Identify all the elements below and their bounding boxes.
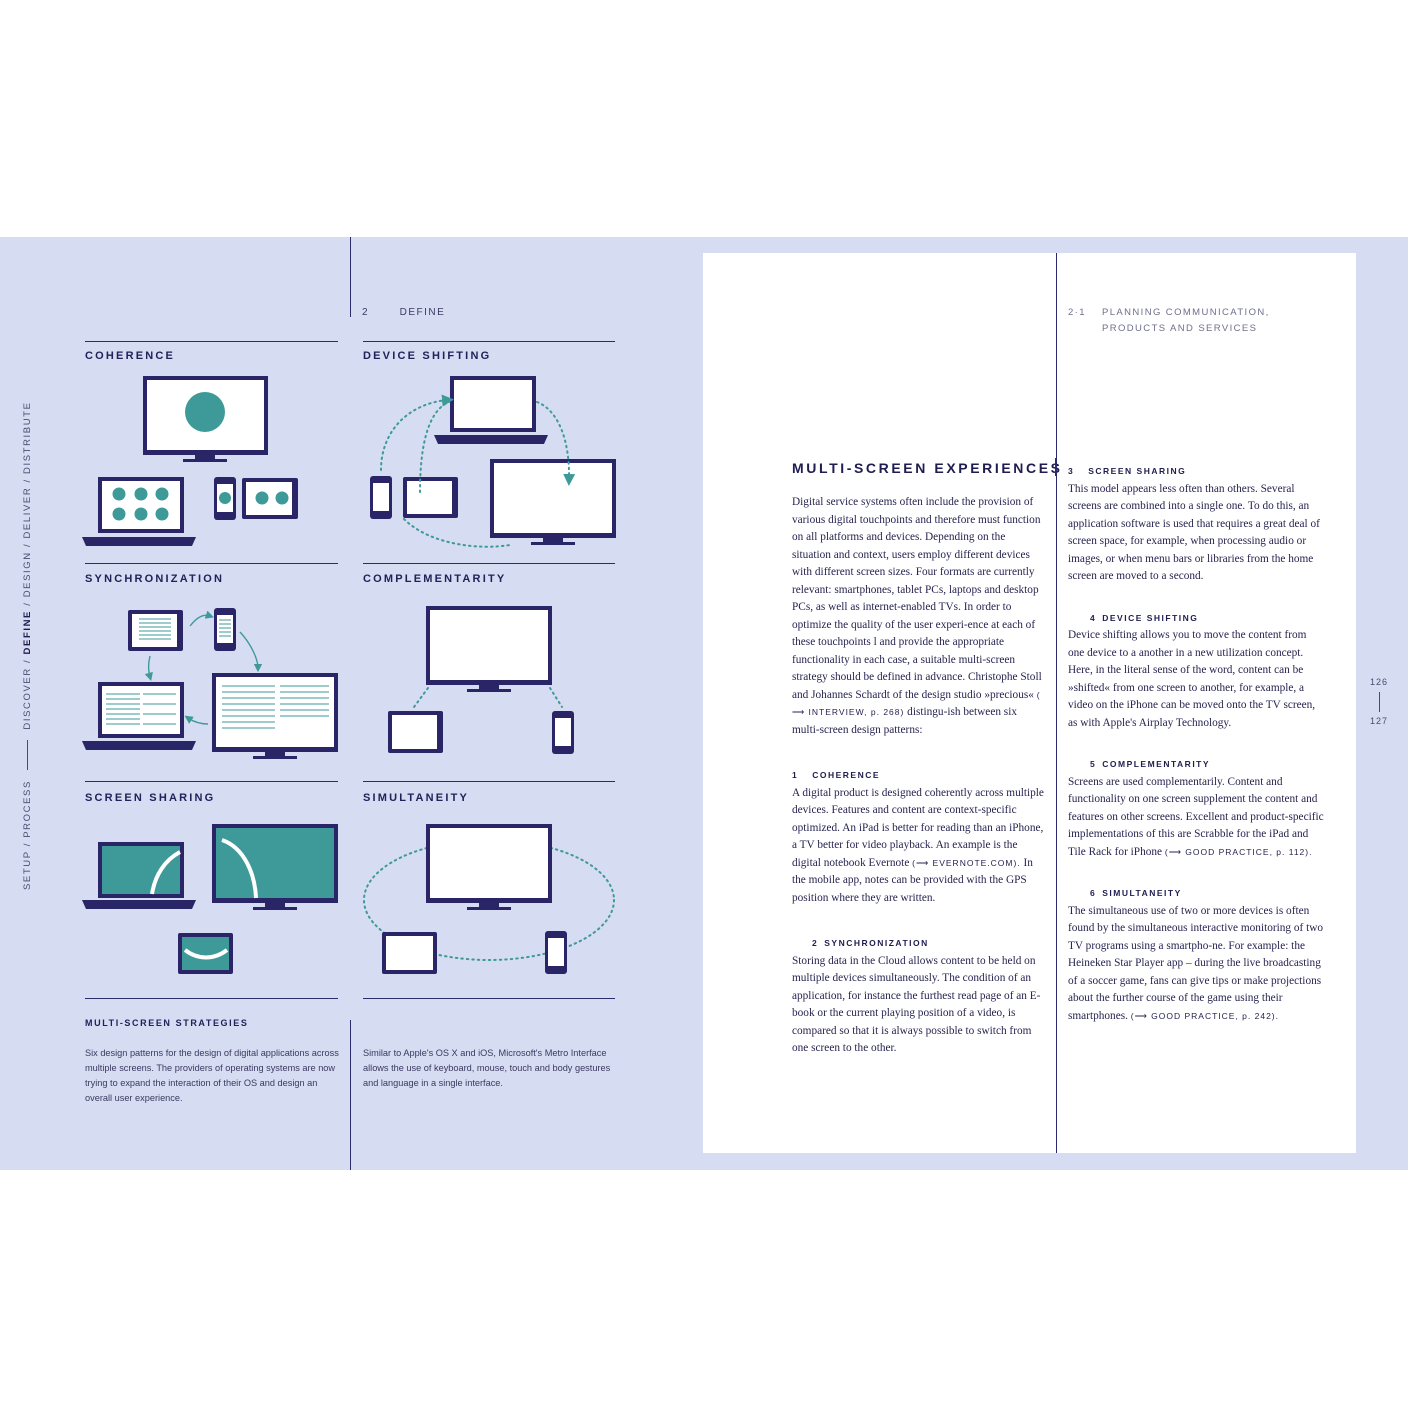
tv-icon xyxy=(490,459,616,545)
rule xyxy=(85,998,338,999)
article-title: MULTI-SCREEN EXPERIENCES xyxy=(792,460,1063,476)
rule xyxy=(85,341,338,342)
chapter-label: DEFINE xyxy=(399,307,446,318)
laptop-icon xyxy=(434,376,548,444)
tablet-icon xyxy=(128,610,183,651)
running-head-line-1: PLANNING COMMUNICATION, xyxy=(1102,307,1270,318)
column-rule-top xyxy=(350,237,351,317)
evernote-cross-reference[interactable]: (⟶ EVERNOTE.COM). xyxy=(912,857,1021,868)
rule xyxy=(363,341,615,342)
section-text-simultaneity: The simultaneous use of two or more devi… xyxy=(1068,904,1324,1022)
rule xyxy=(85,781,338,782)
coherence-illustration xyxy=(82,376,298,546)
smartphone-icon xyxy=(214,477,236,520)
running-head-right: 2·1 xyxy=(1068,305,1086,321)
rule xyxy=(85,563,338,564)
running-head-line-2: PRODUCTS AND SERVICES xyxy=(1102,323,1258,334)
rule xyxy=(363,563,615,564)
tv-icon xyxy=(426,606,552,692)
synchronization-illustration xyxy=(82,608,338,759)
good-practice-112-cross-reference[interactable]: (⟶ GOOD PRACTICE, p. 112). xyxy=(1164,846,1313,857)
tablet-icon xyxy=(388,711,443,753)
chapter-number: 2 xyxy=(362,307,370,318)
simultaneity-illustration xyxy=(363,824,615,974)
section-text-complementarity: Screens are used complementarily. Conten… xyxy=(1068,775,1324,858)
text-column-left: Digital service systems often include th… xyxy=(792,494,1047,1058)
tablet-icon xyxy=(403,477,458,518)
running-head-section: PLANNING COMMUNICATION, PRODUCTS AND SER… xyxy=(1102,305,1270,337)
running-head-left: 2 DEFINE xyxy=(362,307,445,318)
section-number: 2·1 xyxy=(1068,307,1086,318)
panel-title-coherence: COHERENCE xyxy=(85,350,176,362)
laptop-icon xyxy=(82,477,196,546)
rule xyxy=(363,781,615,782)
intro-paragraph: Digital service systems often include th… xyxy=(792,496,1042,736)
device-shifting-illustration xyxy=(370,376,616,548)
panel-title-complementarity: COMPLEMENTARITY xyxy=(363,573,507,585)
tv-icon xyxy=(426,824,552,910)
smartphone-icon xyxy=(552,711,574,754)
tablet-icon xyxy=(242,478,298,519)
panel-title-simultaneity: SIMULTANEITY xyxy=(363,792,470,804)
title-rule xyxy=(1055,458,1057,476)
panel-title-synchronization: SYNCHRONIZATION xyxy=(85,573,225,585)
rule xyxy=(363,998,615,999)
smartphone-icon xyxy=(370,476,392,519)
tablet-icon xyxy=(382,932,437,974)
tablet-icon xyxy=(178,933,233,974)
figure-caption-left: Six design patterns for the design of di… xyxy=(85,1048,339,1103)
good-practice-242-cross-reference[interactable]: (⟶ GOOD PRACTICE, p. 242). xyxy=(1130,1010,1280,1021)
tv-icon xyxy=(143,376,268,462)
right-page-background xyxy=(703,253,1356,1153)
laptop-icon xyxy=(82,842,196,909)
smartphone-icon xyxy=(214,608,236,651)
interview-cross-reference[interactable]: ( ⟶ INTERVIEW, p. 268) xyxy=(792,689,1041,718)
section-text-synchronization: Storing data in the Cloud allows content… xyxy=(792,954,1041,1055)
page-number-divider xyxy=(1379,692,1380,712)
panel-title-device-shifting: DEVICE SHIFTING xyxy=(363,350,492,362)
figure-caption-title: MULTI-SCREEN STRATEGIES xyxy=(85,1018,249,1028)
panel-title-screen-sharing: SCREEN SHARING xyxy=(85,792,216,804)
multi-screen-illustrations xyxy=(82,376,616,974)
column-rule-bottom xyxy=(350,1020,351,1170)
complementarity-illustration xyxy=(388,606,574,754)
tv-icon xyxy=(212,824,338,910)
section-text-coherence: A digital product is designed coherently… xyxy=(792,786,1044,904)
screen-sharing-illustration xyxy=(82,824,338,974)
laptop-icon xyxy=(82,682,196,750)
section-text-screen-sharing: This model appears less often than other… xyxy=(1068,482,1320,583)
smartphone-icon xyxy=(545,931,567,974)
page-number-left: 126 xyxy=(1370,677,1389,687)
section-text-device-shifting: Device shifting allows you to move the c… xyxy=(1068,629,1316,729)
tv-icon xyxy=(212,673,338,759)
column-rule-right-page xyxy=(1056,253,1057,1153)
page-number-right: 127 xyxy=(1370,716,1389,726)
figure-caption-right: Similar to Apple's OS X and iOS, Microso… xyxy=(363,1048,611,1088)
